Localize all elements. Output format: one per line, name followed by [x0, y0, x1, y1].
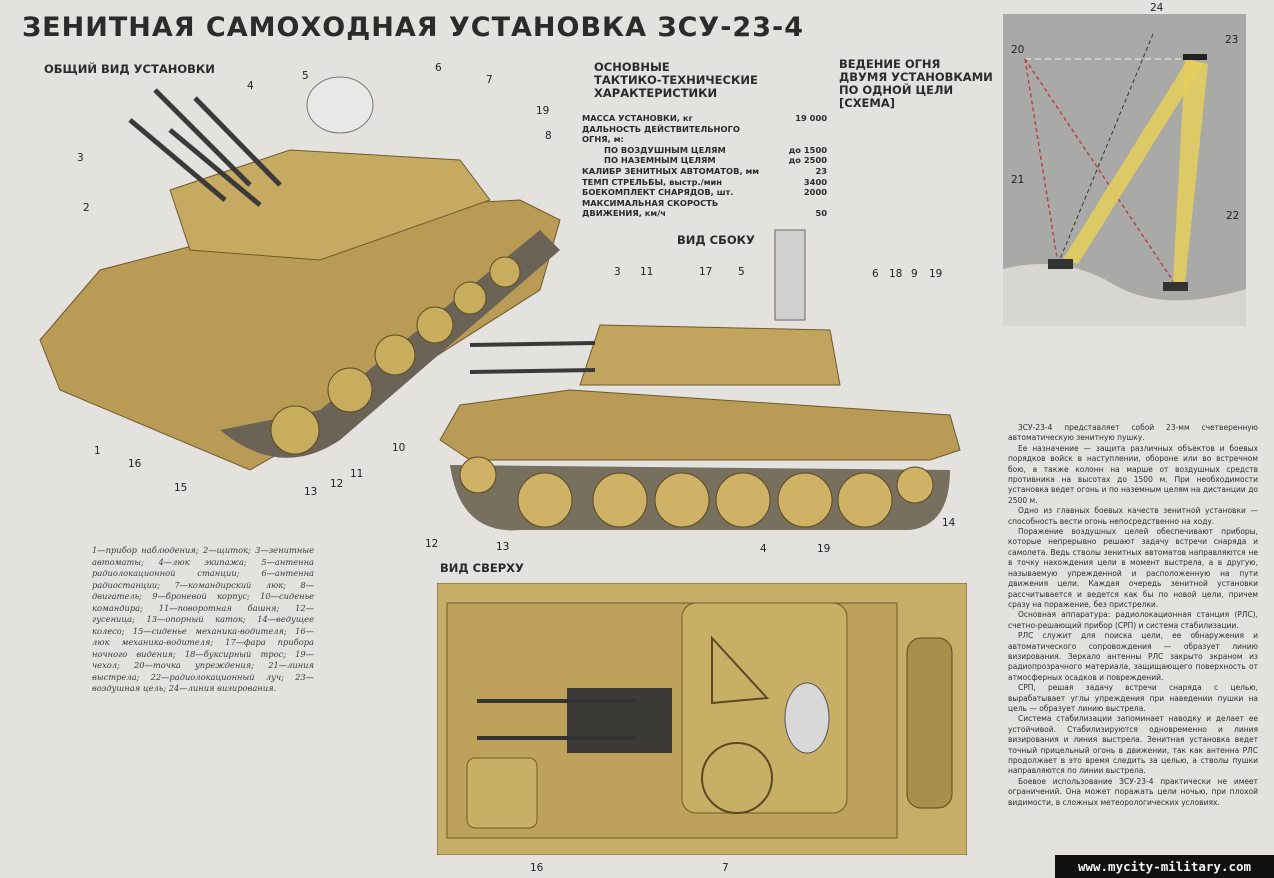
general-view-illustration — [39, 76, 561, 471]
callout: 12 — [330, 478, 344, 490]
callout: 23 — [1225, 34, 1239, 46]
callout: 9 — [911, 268, 918, 280]
callout: 19 — [929, 268, 943, 280]
callout: 16 — [128, 458, 142, 470]
watermark: www.mycity-military.com — [1055, 855, 1274, 878]
callout: 19 — [536, 105, 550, 117]
callout: 21 — [1011, 174, 1025, 186]
callout: 16 — [530, 862, 544, 874]
side-view-illustration — [439, 229, 961, 531]
callout: 7 — [486, 74, 493, 86]
callout: 15 — [174, 482, 188, 494]
callout: 14 — [942, 517, 956, 529]
callout: 22 — [1226, 210, 1240, 222]
callout: 11 — [640, 266, 654, 278]
callout: 24 — [1150, 2, 1164, 14]
callout: 3 — [614, 266, 621, 278]
callout: 3 — [77, 152, 84, 164]
description-text: ЗСУ-23-4 представляет собой 23-мм счетве… — [1008, 423, 1258, 807]
callout: 7 — [722, 862, 729, 874]
callout: 4 — [247, 80, 254, 92]
callout: 18 — [889, 268, 903, 280]
fire-scheme-diagram: 20 24 23 21 22 — [1003, 2, 1246, 326]
callout: 2 — [83, 202, 90, 214]
callout: 11 — [350, 468, 364, 480]
parts-legend: 1—прибор наблюдения; 2—щиток; 3—зенитные… — [92, 545, 314, 693]
callout: 5 — [738, 266, 745, 278]
callout: 12 — [425, 538, 439, 550]
callout: 10 — [392, 442, 406, 454]
callout: 6 — [435, 62, 442, 74]
callout: 5 — [302, 70, 309, 82]
general-view-heading: ОБЩИЙ ВИД УСТАНОВКИ — [44, 62, 215, 76]
callout: 8 — [545, 130, 552, 142]
callout: 17 — [699, 266, 713, 278]
callout: 1 — [94, 445, 101, 457]
callout: 6 — [872, 268, 879, 280]
top-view-illustration — [437, 583, 967, 855]
top-view-heading: ВИД СВЕРХУ — [440, 561, 524, 575]
callout: 20 — [1011, 44, 1025, 56]
callout: 13 — [496, 541, 510, 553]
side-view-heading: ВИД СБОКУ — [677, 233, 755, 247]
poster-title: ЗЕНИТНАЯ САМОХОДНАЯ УСТАНОВКА ЗСУ-23-4 — [22, 12, 804, 43]
callout: 19 — [817, 543, 831, 555]
callout: 4 — [760, 543, 767, 555]
callout: 13 — [304, 486, 318, 498]
